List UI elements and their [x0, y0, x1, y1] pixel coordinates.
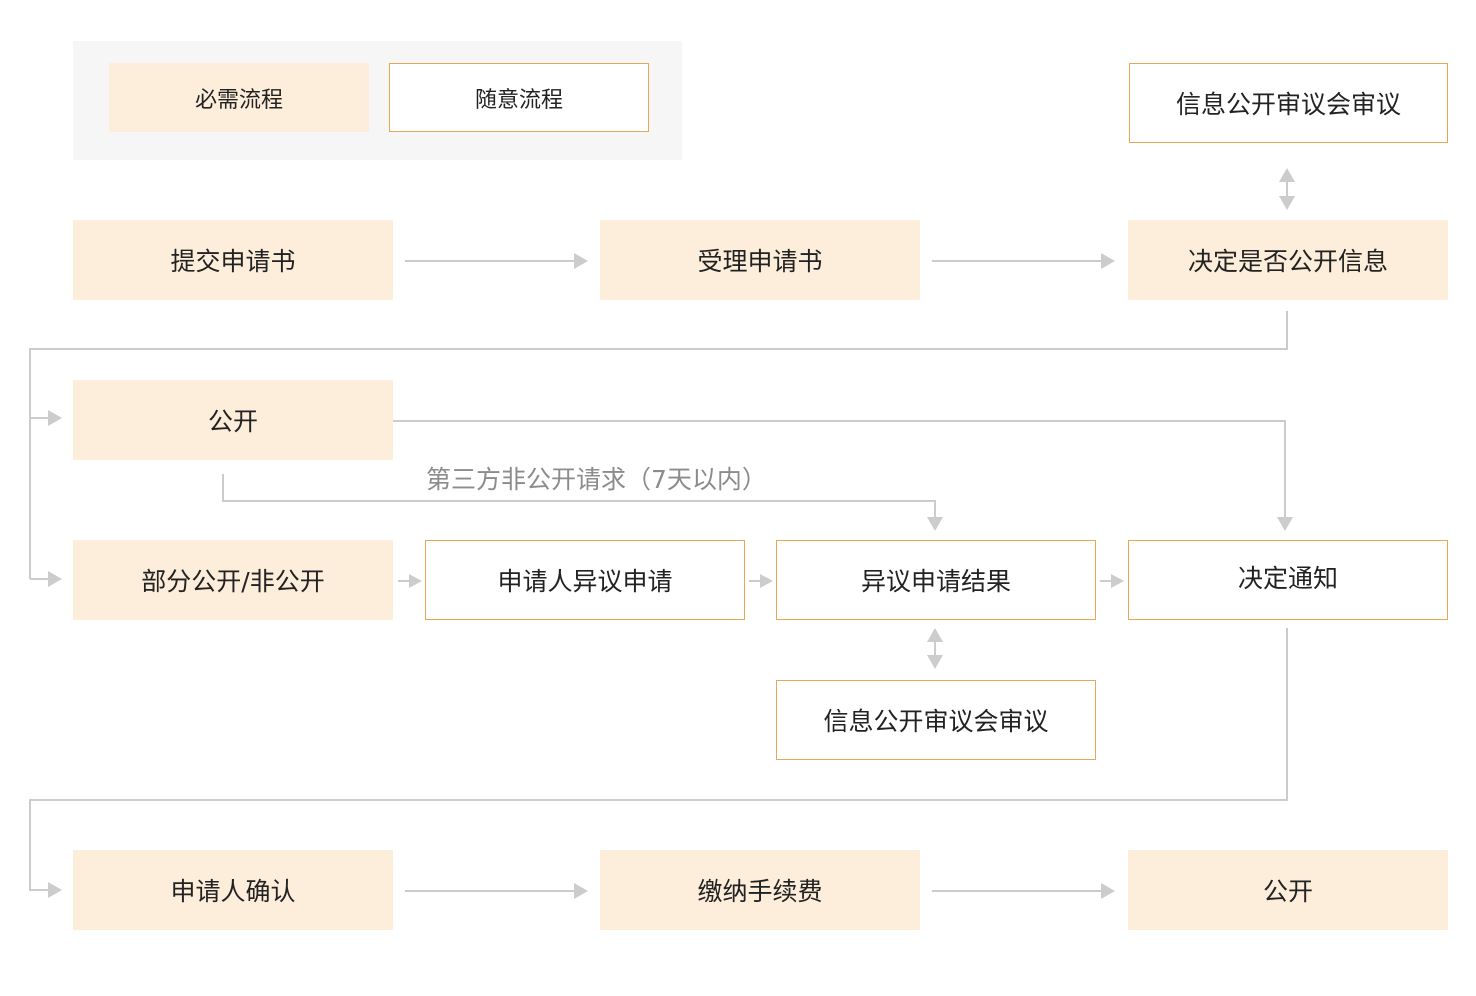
arrowhead-icon	[1101, 253, 1115, 269]
arrowhead-icon	[574, 253, 588, 269]
step-final-disclose: 公开	[1128, 850, 1448, 930]
line-third-party	[222, 474, 936, 517]
third-party-note: 第三方非公开请求（7天以内）	[426, 465, 767, 494]
arrowhead-icon	[409, 574, 422, 588]
step-notice: 决定通知	[1128, 540, 1448, 620]
arrowhead-icon	[48, 571, 62, 587]
step-disclose: 公开	[73, 380, 393, 460]
arrowhead-icon	[1279, 168, 1295, 182]
line-disclose-to-notice	[393, 420, 1286, 517]
arrowhead-icon	[927, 628, 943, 642]
legend-required: 必需流程	[109, 63, 369, 132]
arrowhead-icon	[1279, 196, 1295, 210]
arrowhead-icon	[927, 517, 943, 531]
step-objection-result: 异议申请结果	[776, 540, 1096, 620]
arrowhead-icon	[574, 883, 588, 899]
step-confirm: 申请人确认	[73, 850, 393, 930]
step-objection: 申请人异议申请	[425, 540, 745, 620]
legend-optional: 随意流程	[389, 63, 649, 132]
arrowhead-icon	[760, 574, 773, 588]
arrowhead-icon	[48, 882, 62, 898]
step-submit: 提交申请书	[73, 220, 393, 300]
step-decide: 决定是否公开信息	[1128, 220, 1448, 300]
step-fee: 缴纳手续费	[600, 850, 920, 930]
arrowhead-icon	[1111, 574, 1124, 588]
line-notice-to-confirm	[29, 628, 1288, 891]
step-accept: 受理申请书	[600, 220, 920, 300]
arrowhead-icon	[48, 410, 62, 426]
arrowhead-icon	[1101, 883, 1115, 899]
step-review-mid: 信息公开审议会审议	[776, 680, 1096, 760]
step-partial: 部分公开/非公开	[73, 540, 393, 620]
line-decide-split	[29, 311, 1288, 580]
arrowhead-icon	[927, 655, 943, 669]
step-review-top: 信息公开审议会审议	[1129, 63, 1448, 143]
arrowhead-icon	[1277, 517, 1293, 531]
